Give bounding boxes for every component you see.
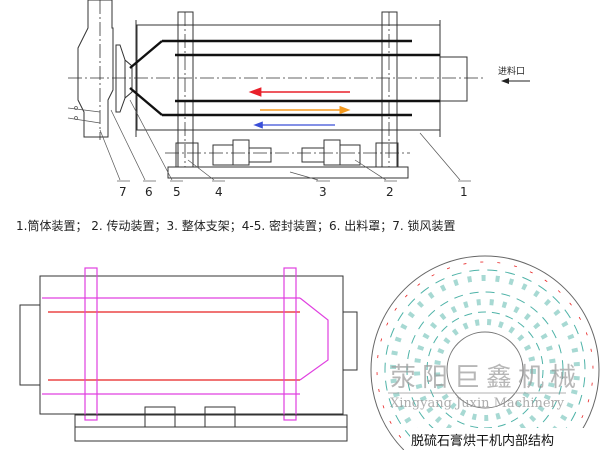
part-label-4: 4: [215, 185, 223, 199]
part-label-7: 7: [119, 185, 127, 199]
part-label-6: 6: [145, 185, 153, 199]
inlet-label: 进料口: [498, 65, 525, 77]
part-label-3: 3: [319, 185, 327, 199]
drive-unit-right: [301, 139, 361, 166]
watermark-cn: 荥阳巨鑫机械: [390, 363, 582, 393]
cross-section-title: 脱硫石膏烘干机内部结构: [411, 433, 554, 449]
watermark-en: Xingyang Juxin Machinery: [390, 396, 565, 411]
part-label-5: 5: [173, 185, 181, 199]
cross-section-view: 荥阳巨鑫机械 Xingyang Juxin Machinery 脱硫石膏烘干机内…: [370, 255, 600, 450]
bottom-side-view: [19, 267, 358, 442]
part-label-2: 2: [386, 185, 394, 199]
part-label-1: 1: [460, 185, 468, 199]
feed-pipe: [439, 56, 468, 102]
parts-caption: 1.筒体装置； 2. 传动装置；3. 整体支架；4-5. 密封装置；6. 出料罩…: [16, 218, 456, 233]
drive-unit-left: [212, 139, 272, 166]
top-side-view: 7 6 5 4 3 2 1 进料口: [67, 0, 530, 199]
discharge-hood: [77, 0, 114, 138]
